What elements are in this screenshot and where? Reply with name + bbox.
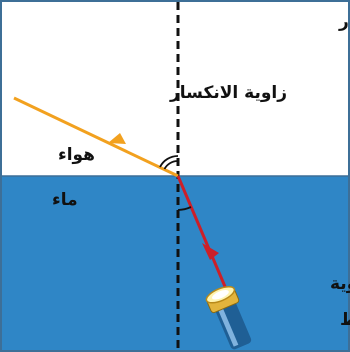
refraction-angle-label: زاوية الانكسار [169,83,287,103]
normal-label: عمود الانكسار [338,12,350,32]
air-label: هواء [58,145,95,165]
incidence-angle-label-line1: زاوية [330,274,350,294]
water-label: ماء [52,190,78,210]
incidence-angle-label-line2: السقوط [340,310,350,330]
